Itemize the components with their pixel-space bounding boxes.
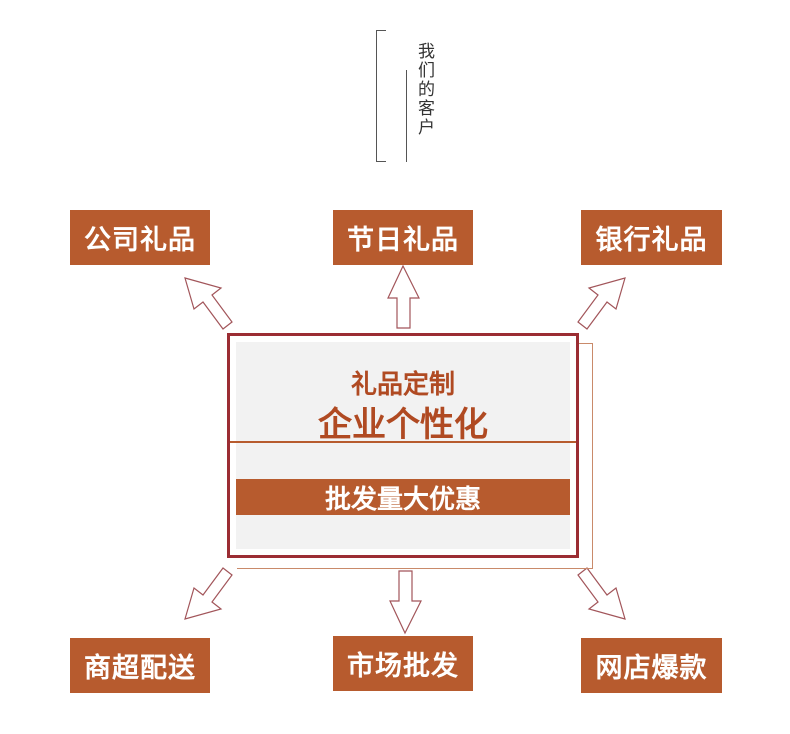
center-line1: 礼品定制: [350, 370, 455, 400]
arrow-downleft-icon: [184, 567, 233, 620]
section-title: 我们的客户: [376, 30, 434, 162]
arrow-upleft-icon: [184, 277, 233, 330]
title-text: 我们的客户: [414, 42, 434, 137]
box-holiday-gifts: 节日礼品: [333, 210, 473, 265]
title-line: [406, 70, 407, 162]
center-divider: [230, 441, 576, 443]
arrow-downright-icon: [577, 567, 626, 620]
center-line2: 企业个性化: [318, 405, 488, 445]
arrow-down-icon: [389, 570, 422, 635]
box-supermarket: 商超配送: [70, 638, 210, 693]
box-bank-gifts: 银行礼品: [581, 210, 722, 265]
box-company-gifts: 公司礼品: [70, 210, 210, 265]
center-bar: 批发量大优惠: [236, 479, 570, 515]
center-inner: 礼品定制 企业个性化: [236, 342, 570, 549]
arrow-up-icon: [387, 264, 420, 329]
box-online-store: 网店爆款: [581, 638, 722, 693]
title-bracket: [376, 30, 386, 162]
center-panel: 礼品定制 企业个性化 批发量大优惠: [227, 333, 579, 558]
arrow-upright-icon: [577, 277, 626, 330]
box-wholesale: 市场批发: [333, 636, 473, 691]
